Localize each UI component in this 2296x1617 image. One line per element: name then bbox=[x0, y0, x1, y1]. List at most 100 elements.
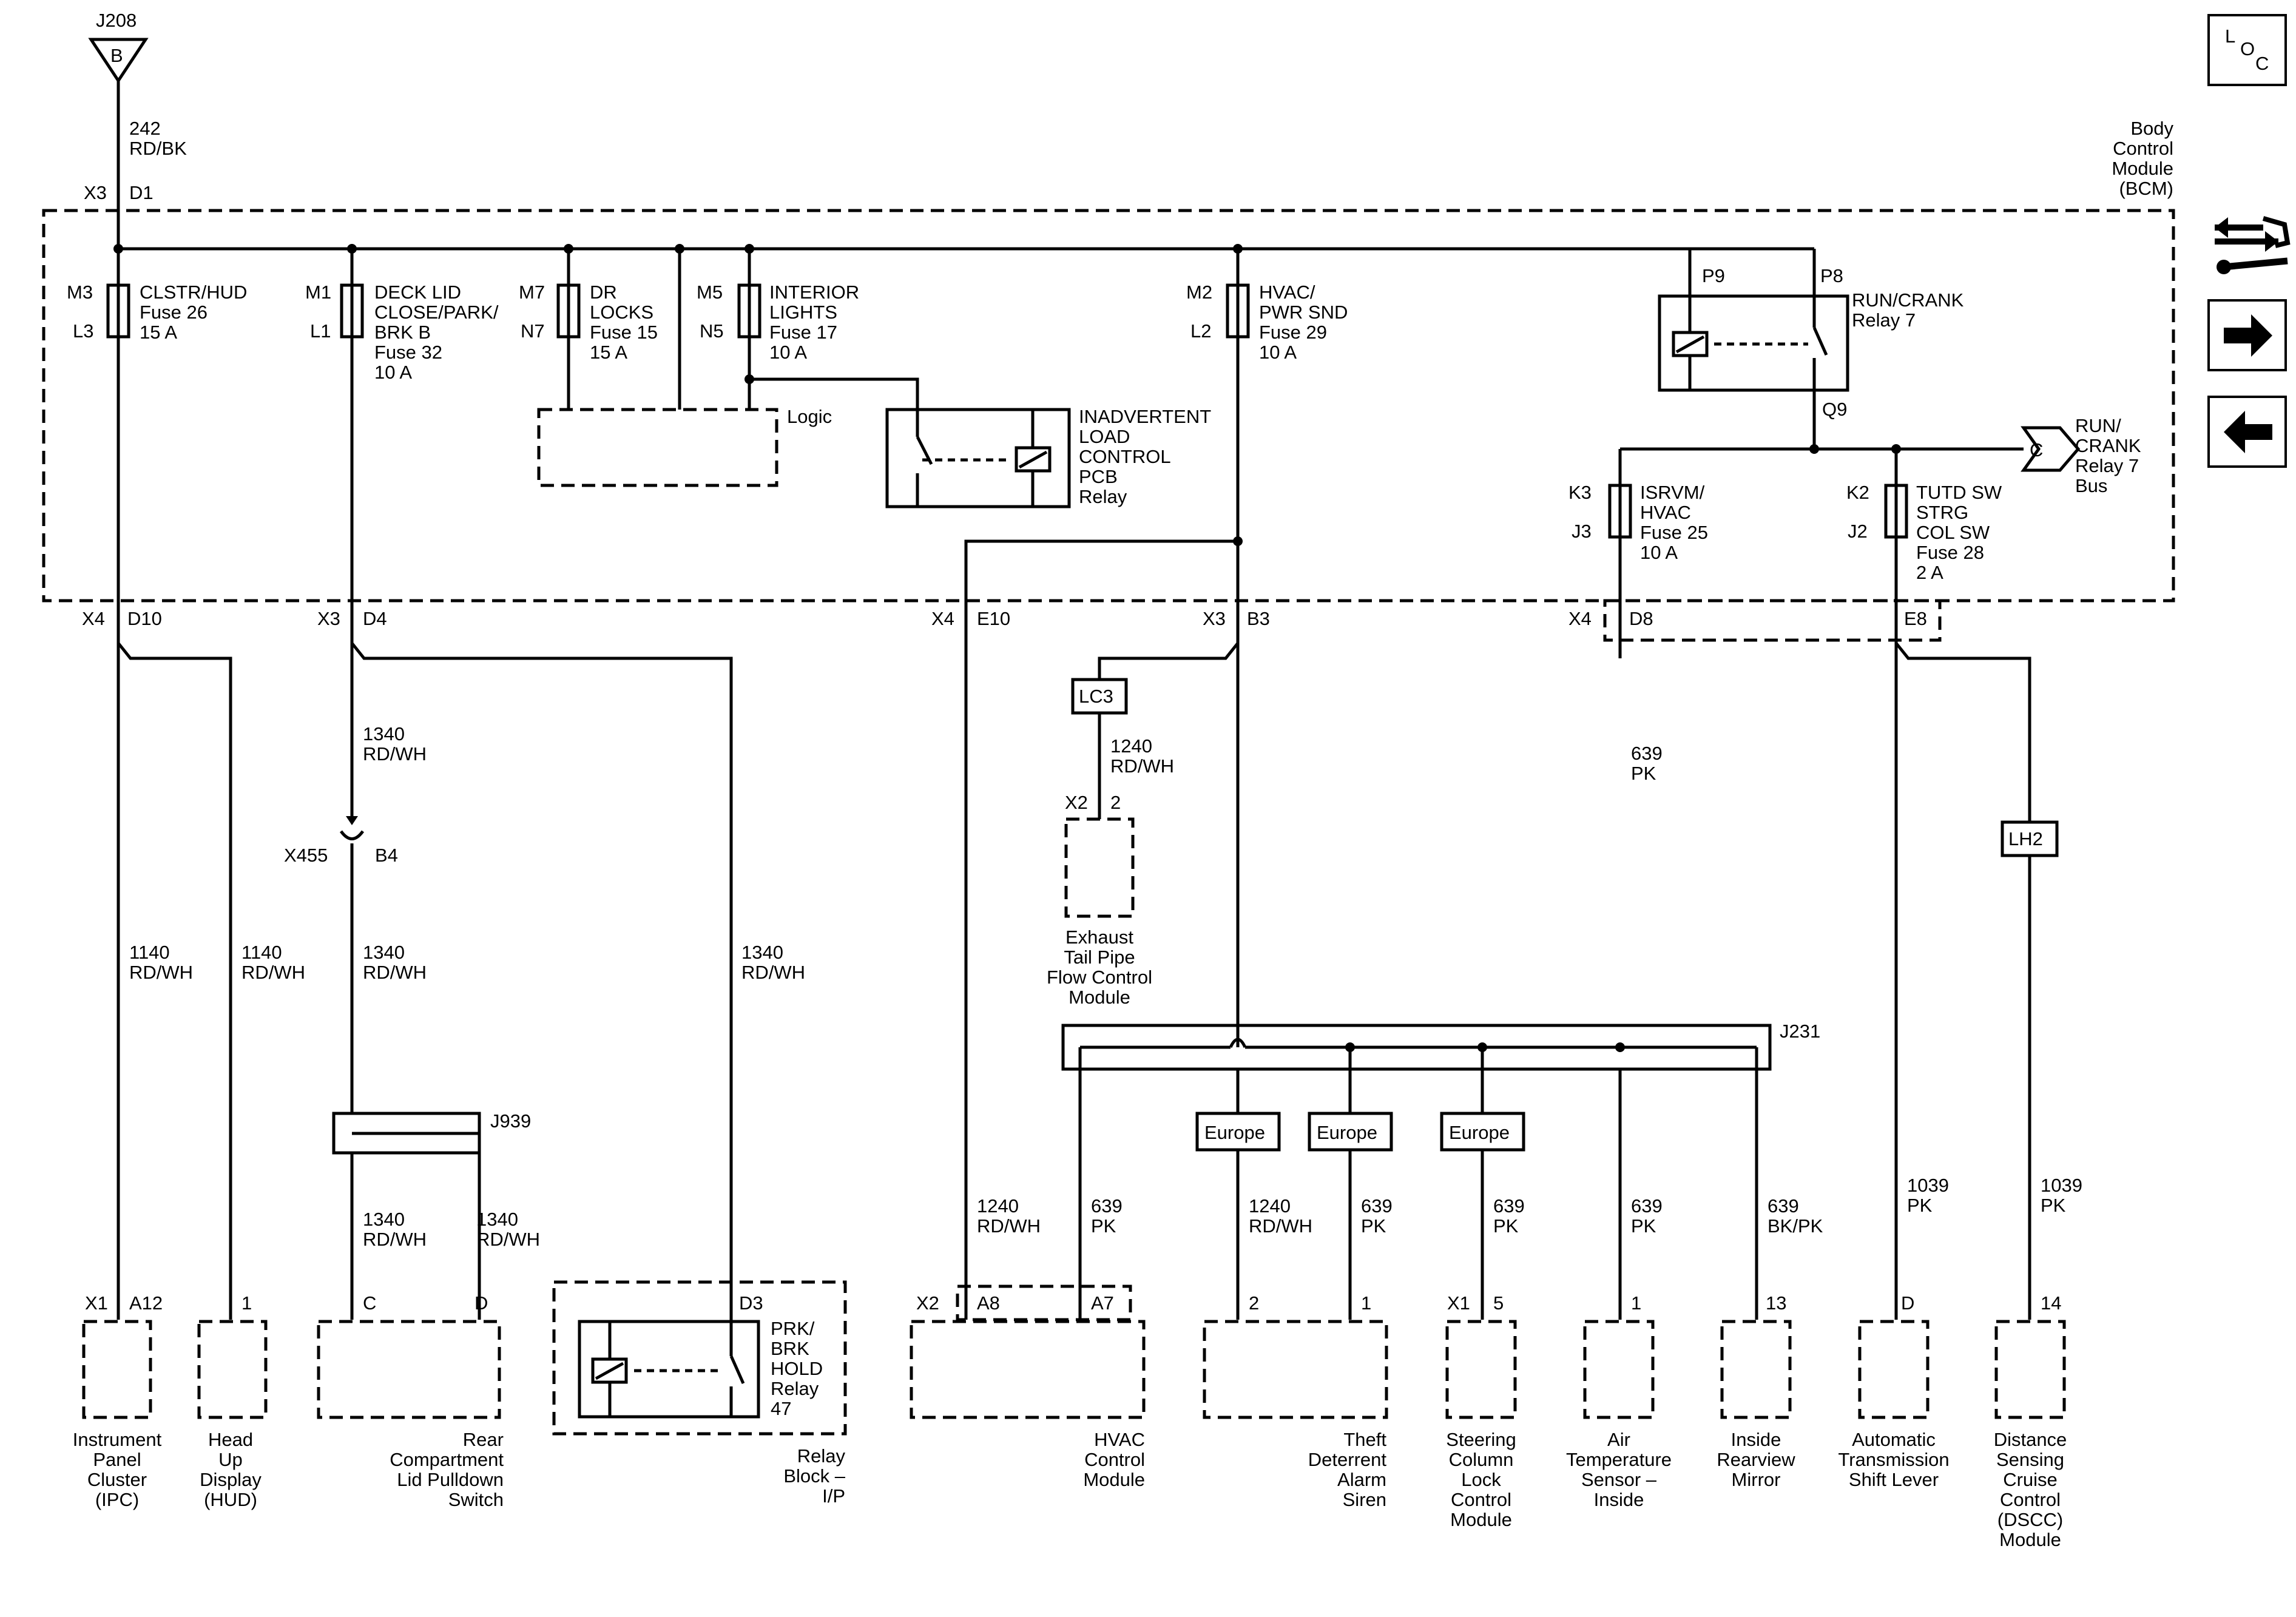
svg-text:CLSTR/HUD: CLSTR/HUD bbox=[140, 282, 247, 303]
loc-c: C bbox=[2255, 53, 2269, 74]
svg-text:Sensor –: Sensor – bbox=[1581, 1469, 1657, 1490]
svg-text:M3: M3 bbox=[67, 282, 93, 303]
svg-text:BK/PK: BK/PK bbox=[1768, 1215, 1823, 1237]
svg-text:Fuse 29: Fuse 29 bbox=[1259, 322, 1327, 343]
svg-text:INTERIOR: INTERIOR bbox=[769, 282, 859, 303]
svg-text:RUN/CRANK: RUN/CRANK bbox=[1852, 289, 1964, 311]
fuse-clstr-hud: M3 L3 CLSTR/HUD Fuse 26 15 A bbox=[67, 249, 247, 343]
rear-switch-box bbox=[317, 1320, 501, 1419]
conn-x3-a: X3 bbox=[317, 608, 340, 629]
svg-text:RD/WH: RD/WH bbox=[1249, 1215, 1312, 1237]
shift-lever-box bbox=[1858, 1320, 1930, 1419]
hvac-module-label: HVAC Control Module bbox=[1083, 1429, 1145, 1490]
svg-text:RD/WH: RD/WH bbox=[363, 743, 427, 765]
fuse-dr-locks: M7 N7 DR LOCKS Fuse 15 15 A bbox=[519, 249, 658, 363]
svg-text:RD/WH: RD/WH bbox=[476, 1229, 540, 1250]
loc-button[interactable]: L O C bbox=[2207, 14, 2287, 86]
svg-text:Display: Display bbox=[200, 1469, 262, 1490]
svg-text:Module: Module bbox=[1069, 987, 1130, 1008]
svg-text:Body: Body bbox=[2130, 118, 2173, 139]
svg-text:RD/WH: RD/WH bbox=[363, 962, 427, 983]
svg-text:2 A: 2 A bbox=[1916, 562, 1943, 583]
svg-text:PWR SND: PWR SND bbox=[1259, 302, 1348, 323]
svg-text:Fuse 25: Fuse 25 bbox=[1640, 522, 1708, 543]
run-crank-bus-c: C RUN/ CRANK Relay 7 Bus bbox=[2021, 415, 2141, 496]
svg-text:X2: X2 bbox=[1065, 792, 1088, 813]
svg-text:LOCKS: LOCKS bbox=[590, 302, 653, 323]
svg-text:PK: PK bbox=[1361, 1215, 1386, 1237]
loc-o: O bbox=[2240, 38, 2255, 59]
svg-text:1340: 1340 bbox=[741, 942, 783, 963]
svg-text:RD/WH: RD/WH bbox=[241, 962, 305, 983]
svg-text:P8: P8 bbox=[1820, 265, 1843, 286]
dscc-module-label: Distance Sensing Cruise Control (DSCC) M… bbox=[1994, 1429, 2067, 1550]
svg-text:Fuse 26: Fuse 26 bbox=[140, 302, 208, 323]
svg-text:C: C bbox=[363, 1292, 376, 1314]
exhaust-module-label: Exhaust Tail Pipe Flow Control Module bbox=[1047, 927, 1152, 1008]
svg-text:Module: Module bbox=[1450, 1509, 1512, 1530]
exhaust-module-box bbox=[1064, 817, 1135, 918]
svg-text:INADVERTENT: INADVERTENT bbox=[1079, 406, 1211, 427]
splice-j231: J231 bbox=[1061, 1021, 1820, 1071]
svg-text:1140: 1140 bbox=[241, 942, 282, 963]
svg-text:Cruise: Cruise bbox=[2003, 1469, 2058, 1490]
svg-text:A8: A8 bbox=[977, 1292, 1000, 1314]
arrow-left-icon[interactable] bbox=[2207, 396, 2287, 468]
svg-text:Mirror: Mirror bbox=[1732, 1469, 1781, 1490]
svg-text:Transmission: Transmission bbox=[1838, 1449, 1949, 1470]
svg-text:M1: M1 bbox=[305, 282, 331, 303]
service-tools-icon[interactable] bbox=[2215, 216, 2291, 274]
svg-text:639: 639 bbox=[1493, 1195, 1525, 1217]
svg-text:Block –: Block – bbox=[783, 1465, 845, 1487]
svg-text:Flow Control: Flow Control bbox=[1047, 967, 1152, 988]
svg-text:J231: J231 bbox=[1780, 1021, 1820, 1042]
svg-text:Panel: Panel bbox=[93, 1449, 141, 1470]
hvac-connector-x2 bbox=[956, 1284, 1132, 1322]
svg-text:1340: 1340 bbox=[363, 723, 405, 744]
svg-text:BRK: BRK bbox=[771, 1338, 809, 1359]
svg-text:Fuse 32: Fuse 32 bbox=[374, 342, 442, 363]
svg-text:I/P: I/P bbox=[822, 1485, 845, 1507]
theft-siren-box bbox=[1203, 1320, 1388, 1419]
svg-text:HOLD: HOLD bbox=[771, 1358, 823, 1379]
svg-text:Europe: Europe bbox=[1449, 1122, 1510, 1143]
svg-text:B4: B4 bbox=[375, 845, 398, 866]
svg-text:Exhaust: Exhaust bbox=[1065, 927, 1133, 948]
air-temp-sensor-box bbox=[1583, 1320, 1655, 1419]
svg-text:Control: Control bbox=[2113, 138, 2173, 159]
svg-text:1039: 1039 bbox=[1907, 1175, 1949, 1196]
svg-text:Distance: Distance bbox=[1994, 1429, 2067, 1450]
svg-text:D3: D3 bbox=[739, 1292, 763, 1314]
relay-block-label: Relay Block – I/P bbox=[783, 1445, 845, 1507]
option-europe-1: Europe bbox=[1195, 1112, 1281, 1152]
svg-text:M2: M2 bbox=[1186, 282, 1212, 303]
svg-text:Relay: Relay bbox=[797, 1445, 846, 1467]
arrow-right-icon[interactable] bbox=[2207, 299, 2287, 371]
svg-text:DR: DR bbox=[590, 282, 617, 303]
svg-text:PK: PK bbox=[1493, 1215, 1519, 1237]
conn-x4-a: X4 bbox=[82, 608, 105, 629]
svg-text:RD/WH: RD/WH bbox=[363, 1229, 427, 1250]
svg-text:LC3: LC3 bbox=[1079, 686, 1113, 707]
svg-text:Q9: Q9 bbox=[1822, 399, 1847, 420]
run-crank-relay-7: P9 P8 RUN/CRANK Relay 7 Q9 bbox=[1658, 249, 1964, 420]
svg-text:639: 639 bbox=[1361, 1195, 1393, 1217]
svg-text:Relay: Relay bbox=[771, 1378, 819, 1399]
svg-text:Switch: Switch bbox=[448, 1489, 504, 1510]
svg-text:14: 14 bbox=[2041, 1292, 2061, 1314]
option-europe-3: Europe bbox=[1440, 1112, 1525, 1152]
svg-text:1240: 1240 bbox=[1249, 1195, 1291, 1217]
connector-x4-d8-e8 bbox=[1603, 599, 1942, 642]
conn-x4-c: X4 bbox=[1568, 608, 1592, 629]
fuse-isrvm-hvac: K3 J3 ISRVM/ HVAC Fuse 25 10 A bbox=[1568, 449, 1708, 563]
j208-connector: J208 B bbox=[88, 10, 149, 84]
theft-siren-label: Theft Deterrent Alarm Siren bbox=[1308, 1429, 1387, 1510]
svg-text:Fuse 15: Fuse 15 bbox=[590, 322, 658, 343]
svg-text:(HUD): (HUD) bbox=[204, 1489, 257, 1510]
svg-text:BRK B: BRK B bbox=[374, 322, 431, 343]
svg-text:(IPC): (IPC) bbox=[95, 1489, 139, 1510]
conn-e8: E8 bbox=[1904, 608, 1927, 629]
svg-text:10 A: 10 A bbox=[374, 362, 412, 383]
svg-text:J2: J2 bbox=[1848, 521, 1868, 542]
svg-text:M5: M5 bbox=[697, 282, 723, 303]
